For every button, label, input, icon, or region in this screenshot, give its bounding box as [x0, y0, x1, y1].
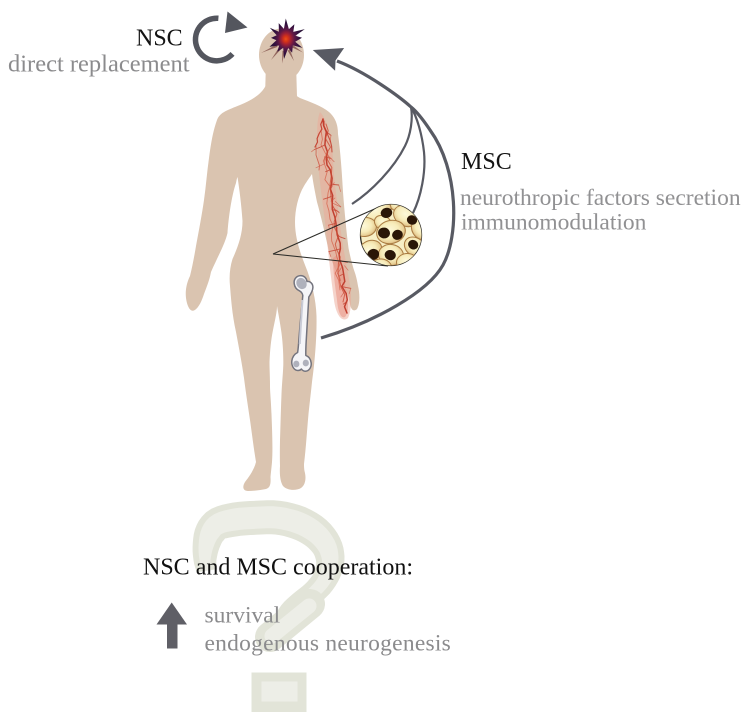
svg-text:immunomodulation: immunomodulation: [461, 210, 647, 236]
svg-text:MSC: MSC: [461, 149, 512, 175]
svg-text:NSC: NSC: [136, 26, 183, 52]
svg-text:survival: survival: [205, 603, 281, 629]
svg-text:direct replacement: direct replacement: [8, 51, 190, 78]
svg-text:endogenous neurogenesis: endogenous neurogenesis: [205, 631, 452, 657]
svg-text:neurothropic factors secretion: neurothropic factors secretion: [460, 185, 741, 211]
svg-text:NSC and MSC cooperation:: NSC and MSC cooperation:: [143, 555, 413, 581]
